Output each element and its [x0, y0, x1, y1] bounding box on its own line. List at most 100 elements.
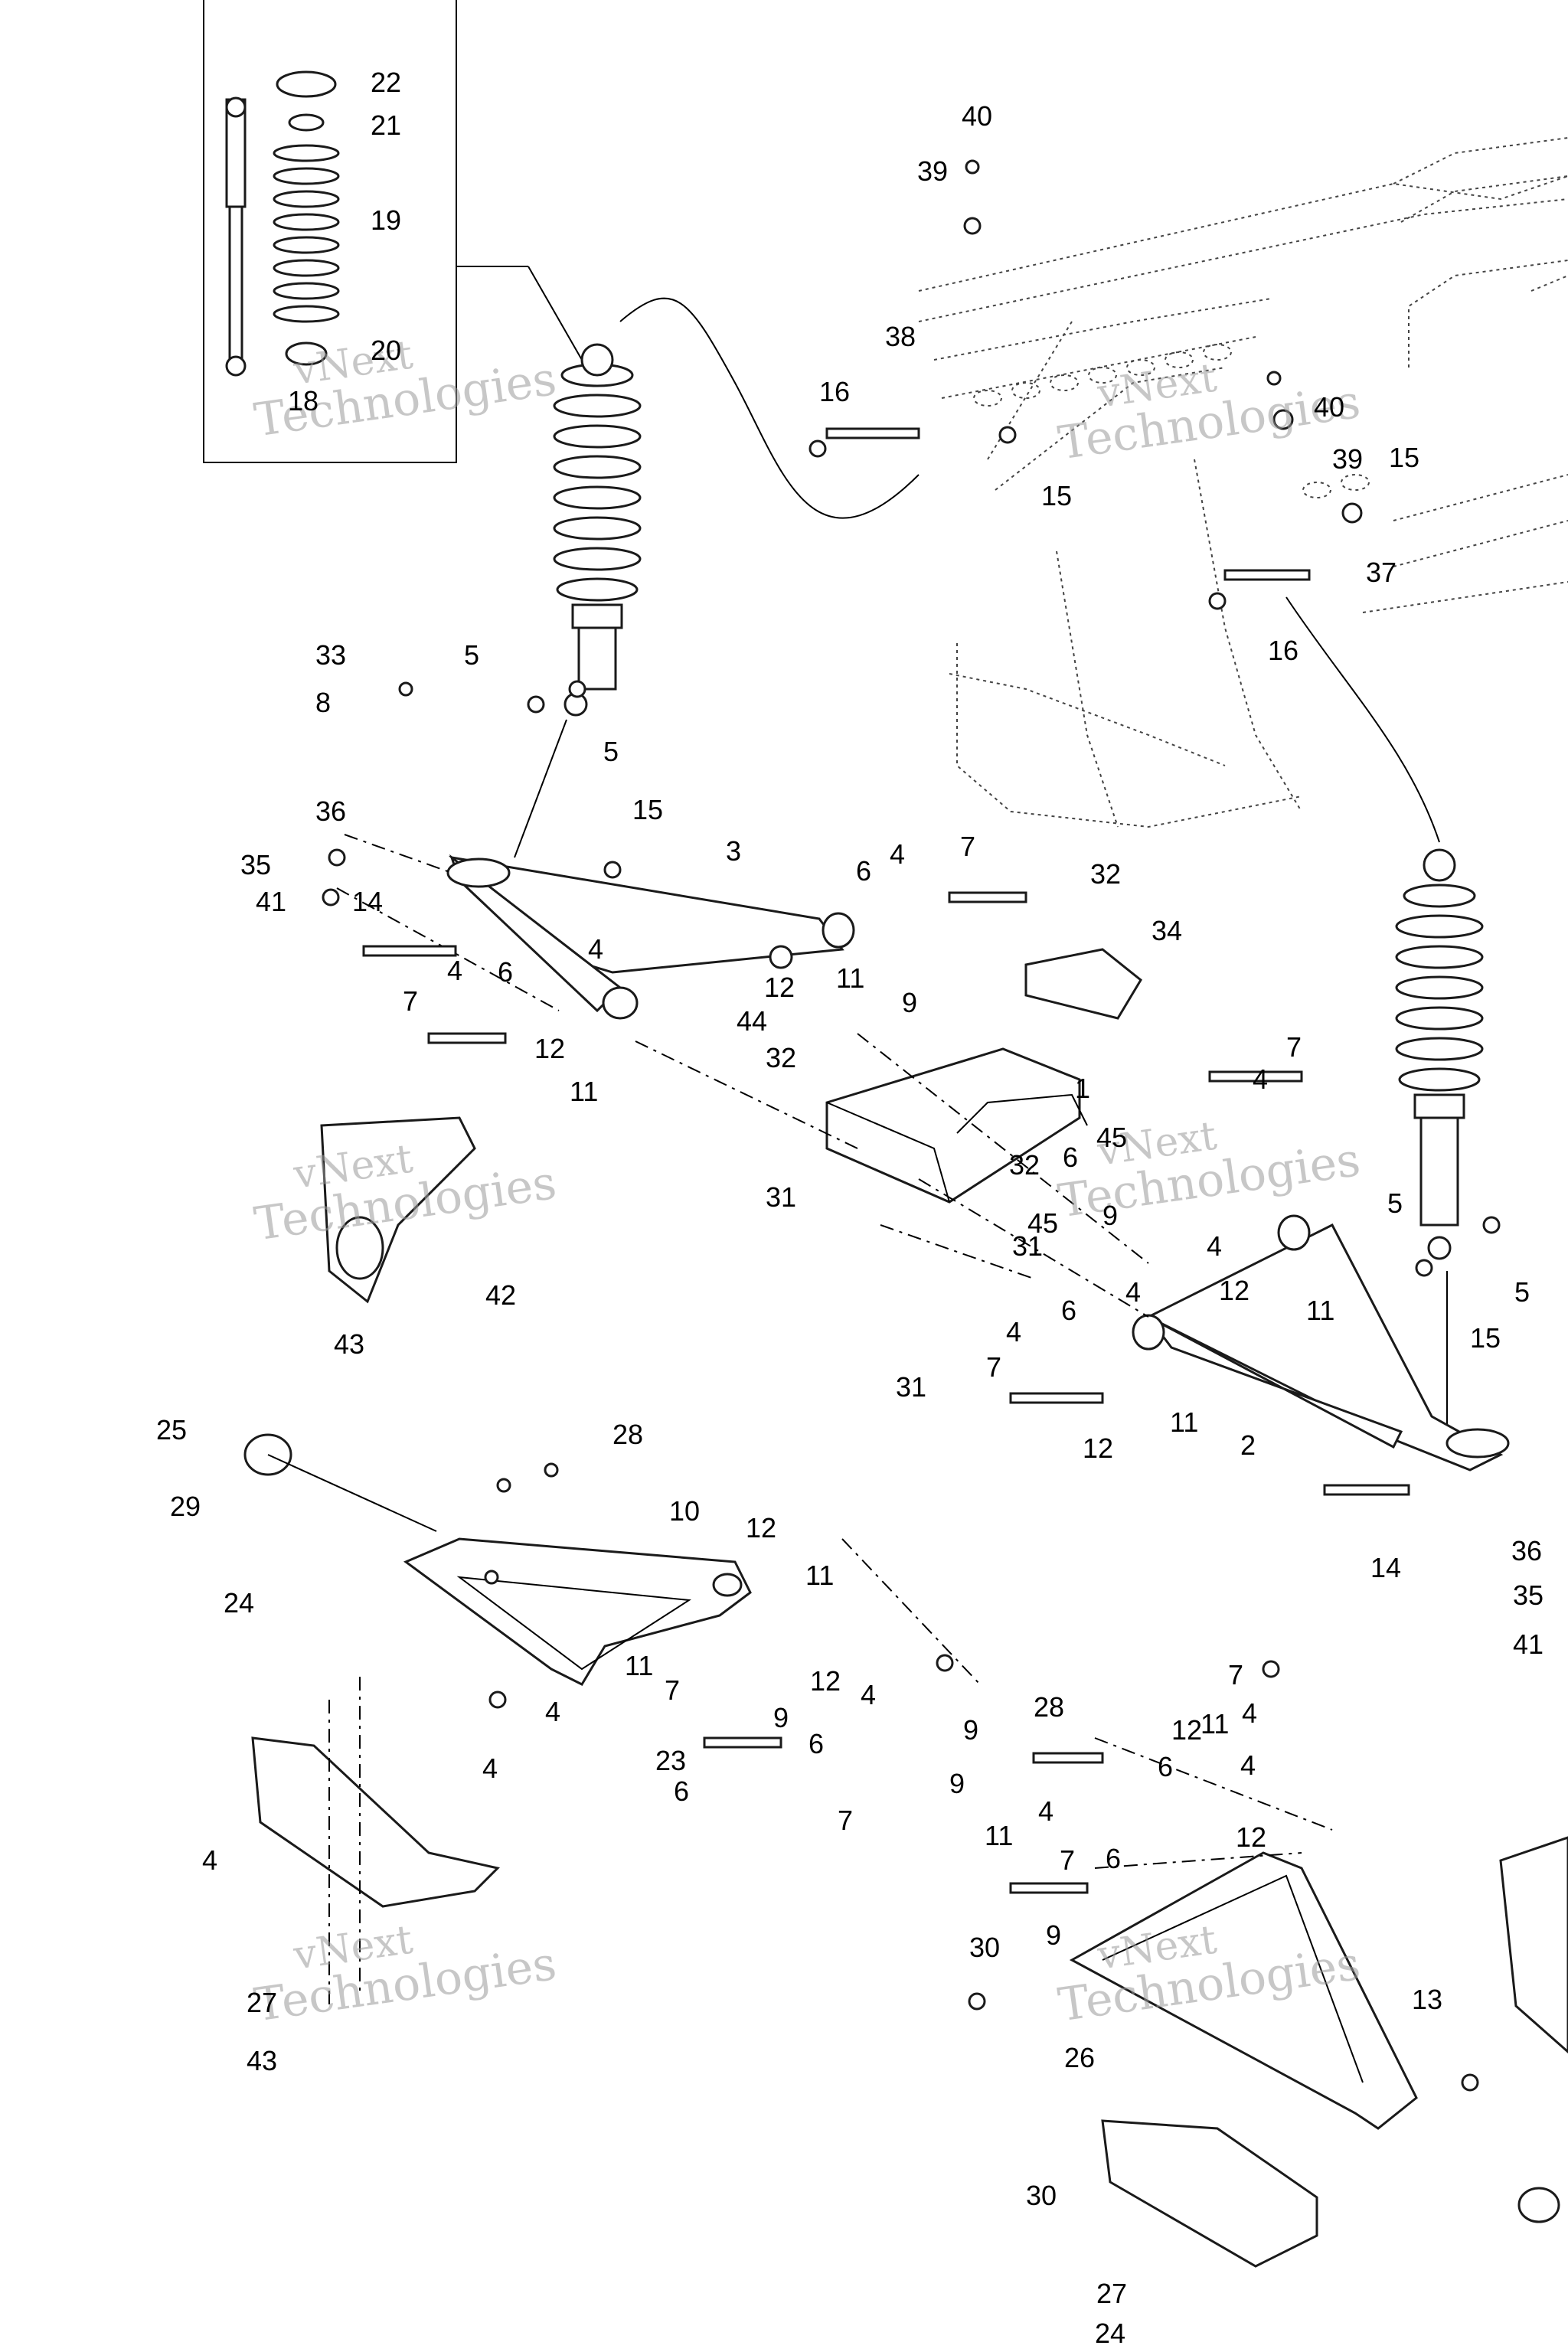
callout-number: 7	[1228, 1659, 1243, 1690]
callout-number: 36	[315, 795, 346, 827]
callout-number: 16	[819, 376, 850, 407]
callout-number: 5	[603, 736, 619, 767]
callout-number: 12	[1219, 1275, 1250, 1306]
callout-number: 12	[810, 1665, 841, 1697]
callout-number: 6	[498, 956, 513, 988]
callout-number: 38	[885, 321, 916, 352]
callout-number: 35	[240, 849, 271, 880]
callout-number: 7	[1060, 1844, 1075, 1876]
shock-assembly-right	[1285, 596, 1501, 1424]
fasteners	[322, 159, 1479, 2092]
callout-number: 9	[1046, 1919, 1061, 1951]
knuckle-and-ball-joint	[243, 1116, 1568, 2223]
callout-number: 4	[1207, 1230, 1222, 1262]
callout-number: 28	[1034, 1691, 1064, 1723]
callout-number: 24	[1095, 2318, 1125, 2349]
callout-number: 6	[1106, 1843, 1121, 1874]
callout-number: 7	[986, 1351, 1001, 1383]
callout-number: 4	[1253, 1063, 1268, 1095]
callout-number: 45	[1096, 1122, 1127, 1153]
callout-number: 6	[1061, 1295, 1076, 1326]
callout-number: 34	[1152, 915, 1182, 946]
callout-number: 4	[1038, 1795, 1054, 1827]
callout-number: 5	[464, 639, 479, 671]
callout-number: 36	[1511, 1535, 1542, 1566]
callout-number: 15	[1041, 480, 1072, 511]
callout-number: 7	[665, 1674, 680, 1706]
callout-number: 9	[949, 1768, 965, 1799]
callout-number: 37	[1366, 557, 1396, 588]
callout-number: 27	[247, 1987, 277, 2018]
callout-number: 4	[482, 1753, 498, 1784]
callout-number: 5	[1514, 1276, 1530, 1308]
callout-number: 4	[588, 933, 603, 965]
callout-number: 9	[963, 1714, 978, 1746]
callout-number: 30	[1026, 2180, 1057, 2211]
callout-number: 12	[764, 972, 795, 1003]
callout-number: 4	[1242, 1697, 1257, 1729]
callout-number: 4	[545, 1696, 560, 1727]
callout-number: 4	[447, 955, 462, 986]
callout-number: 12	[1236, 1821, 1266, 1853]
callout-number: 6	[808, 1728, 824, 1759]
callout-number: 15	[632, 794, 663, 825]
callout-number: 45	[1027, 1207, 1058, 1239]
callout-number: 11	[985, 1820, 1013, 1851]
callout-number: 22	[371, 67, 401, 98]
shock-assembly-left	[514, 297, 920, 858]
callout-number: 40	[962, 100, 992, 132]
callout-number: 15	[1389, 442, 1419, 473]
callout-number: 11	[1306, 1295, 1334, 1326]
callout-number: 4	[1240, 1749, 1256, 1781]
callout-number: 25	[156, 1414, 187, 1446]
callout-number: 29	[170, 1491, 201, 1522]
callout-number: 21	[371, 109, 401, 141]
callout-number: 12	[1083, 1432, 1113, 1464]
callout-number: 44	[737, 1005, 767, 1037]
callout-number: 28	[612, 1419, 643, 1450]
callout-number: 13	[1412, 1984, 1442, 2015]
callout-number: 8	[315, 687, 331, 718]
callout-number: 9	[1102, 1200, 1118, 1231]
upper-a-arm-right	[1132, 1214, 1510, 1472]
callout-number: 39	[917, 155, 948, 187]
callout-number: 6	[856, 855, 871, 887]
callout-number: 19	[371, 204, 401, 236]
callout-number: 30	[969, 1932, 1000, 1963]
center-bracket	[825, 948, 1142, 1204]
upper-a-arm-left	[446, 854, 855, 1020]
callout-number: 16	[1268, 635, 1298, 666]
callout-number: 31	[1012, 1230, 1043, 1262]
callout-number: 18	[288, 385, 318, 416]
callout-number: 24	[224, 1587, 254, 1619]
callout-number: 4	[1006, 1316, 1021, 1348]
callout-number: 43	[247, 2045, 277, 2076]
callout-number: 27	[1096, 2278, 1127, 2309]
skid-plates	[251, 1736, 1318, 2268]
callout-number: 9	[773, 1702, 789, 1733]
callout-number: 42	[485, 1279, 516, 1311]
lower-a-arm-left	[403, 1537, 752, 1686]
callout-number: 35	[1513, 1579, 1544, 1611]
callout-number: 11	[805, 1560, 834, 1591]
callout-number: 20	[371, 335, 401, 366]
callout-number: 4	[202, 1844, 217, 1876]
callout-number: 39	[1332, 443, 1363, 475]
callout-number: 12	[1171, 1714, 1202, 1746]
callout-number: 7	[960, 831, 975, 862]
callout-number: 11	[836, 962, 864, 994]
callout-number: 31	[896, 1371, 926, 1403]
callout-number: 1	[1075, 1073, 1090, 1104]
callout-number: 31	[766, 1181, 796, 1213]
callout-number: 2	[1240, 1429, 1256, 1461]
callout-number: 10	[669, 1495, 700, 1527]
callout-number: 15	[1470, 1322, 1501, 1354]
callout-number: 6	[1158, 1751, 1173, 1782]
callout-number: 41	[256, 886, 286, 917]
callout-number: 33	[315, 639, 346, 671]
callout-number: 32	[1090, 858, 1121, 890]
callout-number: 12	[534, 1033, 565, 1064]
watermarks: vNext Technologies vNext Technologies vN…	[251, 332, 1364, 2033]
